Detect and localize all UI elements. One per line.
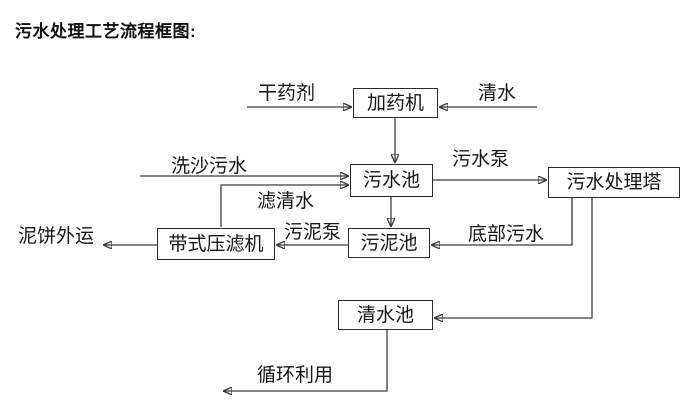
node-sewage-pool: 污水池 <box>350 164 433 197</box>
node-sludge-pool: 污泥池 <box>348 228 430 258</box>
node-clean-water-pool: 清水池 <box>338 300 433 330</box>
arrow-tower-bottom-sewage-to-sludge-pool <box>432 198 573 245</box>
flow-label-mud-cake-out: 泥饼外运 <box>18 226 95 247</box>
node-sewage-treatment-tower: 污水处理塔 <box>548 167 680 198</box>
flow-label-clean-water: 清水 <box>478 83 517 104</box>
flow-label-dry-agent: 干药剂 <box>258 83 316 104</box>
arrow-tower-to-clean-water-pool <box>435 198 593 318</box>
arrow-filtered-water-to-sewage-pool <box>220 185 348 227</box>
arrow-clean-water-pool-to-recycle <box>224 330 388 391</box>
node-dosing-machine: 加药机 <box>353 88 438 118</box>
flow-label-bottom-sewage: 底部污水 <box>468 224 545 245</box>
flow-label-sludge-pump: 污泥泵 <box>284 222 342 243</box>
diagram-title: 污水处理工艺流程框图: <box>15 22 197 41</box>
node-belt-filter-press: 带式压滤机 <box>157 228 275 260</box>
flow-label-filtered-water: 滤清水 <box>257 191 315 212</box>
flow-label-recycle-use: 循环利用 <box>257 365 334 386</box>
flow-label-sewage-pump: 污水泵 <box>452 149 510 170</box>
flow-label-sand-washing-sewage: 洗沙污水 <box>171 156 248 177</box>
